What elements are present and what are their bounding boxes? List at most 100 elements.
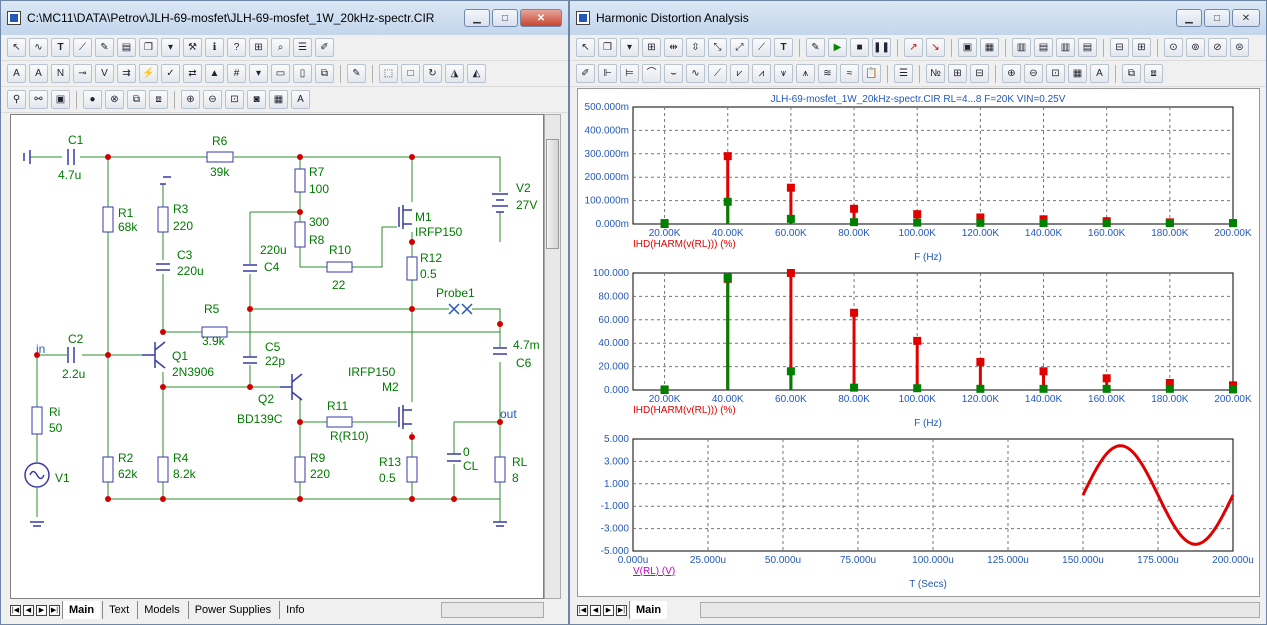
zoom1-icon[interactable]: ⊙: [1164, 38, 1183, 57]
scale-auto-icon[interactable]: ⤢: [730, 38, 749, 57]
list-icon[interactable]: ☰: [293, 38, 312, 57]
zoom2-icon[interactable]: ⊚: [1186, 38, 1205, 57]
group-icon[interactable]: ⧉: [1122, 64, 1141, 83]
R8-resistor[interactable]: [294, 221, 306, 248]
scale-y-icon[interactable]: ⇳: [686, 38, 705, 57]
plot1-legend[interactable]: IHD(HARM(v(RL))) (%): [633, 239, 736, 250]
close-button[interactable]: ✕: [520, 9, 562, 27]
Ri-resistor[interactable]: [31, 406, 43, 435]
wave2-icon[interactable]: ≈: [840, 64, 859, 83]
bottom-icon[interactable]: ⩛: [774, 64, 793, 83]
schematic-canvas[interactable]: C1 4.7u R6 39k R7 100 V2 27V R1 68k R3 2…: [10, 114, 544, 599]
page2-icon[interactable]: ▯: [293, 64, 312, 83]
prev-page-icon[interactable]: ◀: [23, 604, 34, 616]
first-page-icon[interactable]: |◀: [577, 604, 588, 616]
inflection-icon[interactable]: ∿: [686, 64, 705, 83]
split-icon[interactable]: ⊟: [1110, 38, 1129, 57]
check-icon[interactable]: ✓: [161, 64, 180, 83]
find-component-icon[interactable]: ⚲: [7, 90, 26, 109]
R7-resistor[interactable]: [294, 168, 306, 193]
next-page-icon[interactable]: ▶: [36, 604, 47, 616]
wave-icon[interactable]: ≋: [818, 64, 837, 83]
next-page-icon[interactable]: ▶: [603, 604, 614, 616]
R6-resistor[interactable]: [206, 151, 234, 163]
R9-resistor[interactable]: [294, 456, 306, 483]
layout-icon[interactable]: ▦: [269, 90, 288, 109]
zoom-fit-icon[interactable]: ⊡: [1046, 64, 1065, 83]
info-icon[interactable]: ℹ: [205, 38, 224, 57]
scale-icon[interactable]: ⊞: [642, 38, 661, 57]
tab-power-supplies[interactable]: Power Supplies: [187, 601, 277, 619]
select-arrow-icon[interactable]: ↖: [7, 38, 26, 57]
ungroup-icon[interactable]: ⧈: [149, 90, 168, 109]
tracker-icon[interactable]: ⟋: [752, 38, 771, 57]
R12-resistor[interactable]: [406, 256, 418, 281]
select-arrow-icon[interactable]: ↖: [576, 38, 595, 57]
R2-resistor[interactable]: [102, 456, 114, 483]
peak-icon[interactable]: ⊩: [598, 64, 617, 83]
top-icon[interactable]: ⩚: [796, 64, 815, 83]
wire-tool-icon[interactable]: ∿: [29, 38, 48, 57]
maximize-button[interactable]: □: [1204, 9, 1230, 27]
R3-resistor[interactable]: [157, 206, 169, 233]
pen-icon[interactable]: ✎: [95, 38, 114, 57]
pin-icon[interactable]: ⊸: [73, 64, 92, 83]
rotate-icon[interactable]: ↻: [423, 64, 442, 83]
close-button[interactable]: ✕: [1232, 9, 1260, 27]
binoculars-icon[interactable]: ⚯: [29, 90, 48, 109]
number-icon[interactable]: №: [926, 64, 945, 83]
find-icon[interactable]: ⌕: [271, 38, 290, 57]
flip-v-icon[interactable]: ◭: [467, 64, 486, 83]
cursor2-icon[interactable]: ↘: [926, 38, 945, 57]
maximize-button[interactable]: □: [492, 9, 518, 27]
edit-icon[interactable]: ✐: [315, 38, 334, 57]
slope-icon[interactable]: ⟋: [708, 64, 727, 83]
min-icon[interactable]: ⩗: [730, 64, 749, 83]
plot-icon[interactable]: ▣: [958, 38, 977, 57]
align2-icon[interactable]: ⊟: [970, 64, 989, 83]
plot2-legend[interactable]: IHD(HARM(v(RL))) (%): [633, 405, 736, 416]
tab-info[interactable]: Info: [279, 601, 310, 619]
dropdown-icon[interactable]: ▾: [620, 38, 639, 57]
page-icon[interactable]: ▭: [271, 64, 290, 83]
font-icon[interactable]: A: [1090, 64, 1109, 83]
zoom3-icon[interactable]: ⊘: [1208, 38, 1227, 57]
zoom-in-icon[interactable]: ⊕: [181, 90, 200, 109]
R13-resistor[interactable]: [406, 456, 418, 483]
group-icon[interactable]: ⧉: [127, 90, 146, 109]
layout4-icon[interactable]: ▤: [1078, 38, 1097, 57]
power-icon[interactable]: ⚡: [139, 64, 158, 83]
split2-icon[interactable]: ⊞: [1132, 38, 1151, 57]
page3-icon[interactable]: ⧉: [315, 64, 334, 83]
schematic-vertical-scrollbar[interactable]: [544, 114, 561, 599]
R4-resistor[interactable]: [157, 456, 169, 483]
R1-resistor[interactable]: [102, 206, 114, 233]
zoom-fit-icon[interactable]: ⊡: [225, 90, 244, 109]
camera-icon[interactable]: ◙: [247, 90, 266, 109]
schematic-titlebar[interactable]: C:\MC11\DATA\Petrov\JLH-69-mosfet\JLH-69…: [1, 1, 568, 35]
first-page-icon[interactable]: |◀: [10, 604, 21, 616]
last-page-icon[interactable]: ▶|: [616, 604, 627, 616]
layout1-icon[interactable]: ▥: [1012, 38, 1031, 57]
zoom-out-icon[interactable]: ⊖: [1024, 64, 1043, 83]
high-icon[interactable]: ⌒: [642, 64, 661, 83]
grid-icon[interactable]: #: [227, 64, 246, 83]
copy-icon[interactable]: ❐: [139, 38, 158, 57]
last-page-icon[interactable]: ▶|: [49, 604, 60, 616]
text-tool-icon[interactable]: T: [51, 38, 70, 57]
tab-main[interactable]: Main: [629, 601, 668, 619]
flow-icon[interactable]: ⇄: [183, 64, 202, 83]
R10-resistor[interactable]: [326, 261, 353, 273]
line-tool-icon[interactable]: ⟋: [73, 38, 92, 57]
properties-icon[interactable]: ✎: [806, 38, 825, 57]
stop-icon[interactable]: ■: [850, 38, 869, 57]
box-icon[interactable]: □: [401, 64, 420, 83]
scrollbar-thumb[interactable]: [546, 139, 559, 249]
scale-fit-icon[interactable]: ⤡: [708, 38, 727, 57]
tab-models[interactable]: Models: [137, 601, 185, 619]
prev-page-icon[interactable]: ◀: [590, 604, 601, 616]
layout2-icon[interactable]: ▤: [1034, 38, 1053, 57]
max-icon[interactable]: ⩘: [752, 64, 771, 83]
attr-text2-icon[interactable]: A: [29, 64, 48, 83]
plot3-legend[interactable]: V(RL) (V): [633, 566, 675, 577]
